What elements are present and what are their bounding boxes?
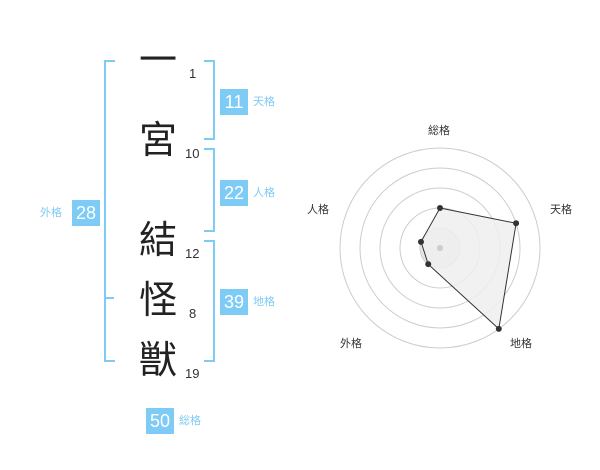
stroke-count-2: 10 bbox=[185, 146, 200, 161]
jinkaku-value: 22 bbox=[220, 180, 248, 206]
outer-bracket-stub bbox=[104, 297, 114, 299]
radar-polygon bbox=[420, 207, 517, 330]
stroke-count-5: 19 bbox=[185, 366, 200, 381]
radar-point-3 bbox=[495, 325, 502, 332]
radar-axis-label-gaikaku: 外格 bbox=[340, 337, 362, 350]
name-char-4: 怪 bbox=[138, 278, 177, 322]
radar-grid-ring bbox=[339, 147, 541, 349]
chikaku-bracket bbox=[204, 240, 215, 362]
name-char-5: 獣 bbox=[138, 338, 177, 382]
radar-center bbox=[437, 245, 443, 251]
name-char-2: 宮 bbox=[138, 118, 177, 162]
stroke-count-1: 1 bbox=[189, 66, 197, 81]
tenkaku-label: 天格 bbox=[253, 95, 275, 108]
name-char-1: 一 bbox=[138, 38, 177, 82]
tenkaku-value: 11 bbox=[220, 89, 248, 115]
radar-point-5 bbox=[417, 238, 424, 245]
radar-point-1 bbox=[437, 205, 443, 211]
chikaku-label: 地格 bbox=[253, 295, 275, 308]
gaikaku-label: 外格 bbox=[40, 206, 62, 219]
radar-point-2 bbox=[513, 220, 520, 227]
radar-axis-label-tenkaku: 天格 bbox=[550, 203, 572, 216]
radar-point-4 bbox=[425, 261, 432, 268]
soukaku-value: 50 bbox=[146, 408, 174, 434]
radar-axis-label-soukaku: 総格 bbox=[428, 124, 450, 137]
jinkaku-label: 人格 bbox=[253, 186, 275, 199]
jinkaku-bracket bbox=[204, 148, 215, 232]
radar-axis-label-chikaku: 地格 bbox=[510, 337, 532, 350]
outer-bracket bbox=[104, 60, 115, 362]
chikaku-value: 39 bbox=[220, 289, 248, 315]
radar-grid-ring bbox=[359, 167, 521, 329]
gaikaku-value: 28 bbox=[72, 200, 100, 226]
stroke-count-3: 12 bbox=[185, 246, 200, 261]
stroke-count-4: 8 bbox=[189, 306, 197, 321]
soukaku-label: 総格 bbox=[179, 414, 201, 427]
tenkaku-bracket bbox=[204, 60, 215, 140]
radar-points bbox=[417, 205, 520, 332]
name-char-3: 結 bbox=[138, 218, 177, 262]
radar-axis-label-jinkaku: 人格 bbox=[307, 203, 329, 216]
